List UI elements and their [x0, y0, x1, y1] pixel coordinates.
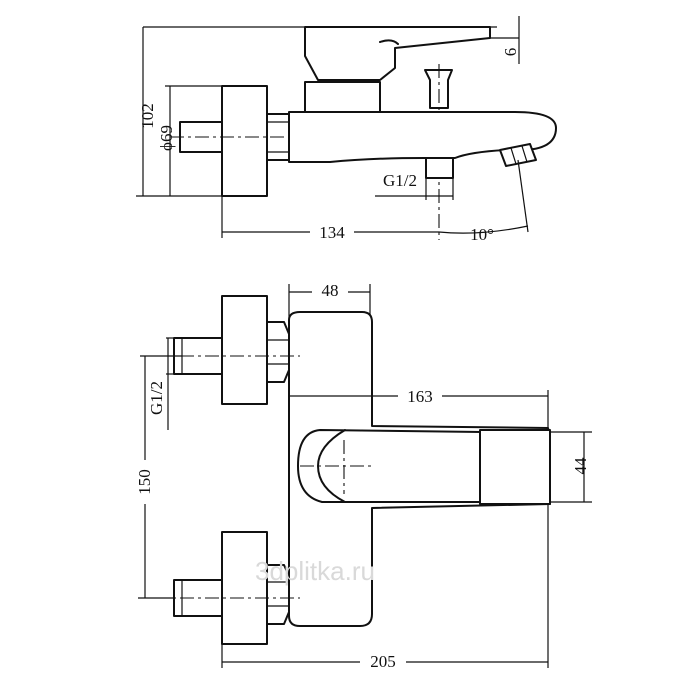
label-handle-length: 163	[407, 387, 433, 406]
side-view: 102 ϕ69 G1/2 134 10° 6	[136, 16, 557, 244]
label-handle-height: 44	[571, 457, 590, 475]
label-lever-offset: 6	[501, 48, 520, 57]
angle-line	[517, 159, 529, 233]
lower-hex-nut	[266, 564, 290, 625]
outlet-connection	[425, 157, 454, 179]
wall-flange	[221, 85, 268, 197]
upper-flange	[221, 295, 268, 405]
label-angle: 10°	[470, 225, 494, 244]
lower-flange	[221, 531, 268, 645]
cartridge	[304, 81, 381, 113]
lever-detail	[379, 39, 399, 45]
plan-view: 48 G1/2 150	[133, 280, 592, 671]
label-height: 102	[138, 103, 157, 129]
label-diameter: ϕ69	[157, 125, 176, 151]
label-thread-bottom: G1/2	[147, 381, 166, 415]
lever-handle	[304, 26, 491, 81]
label-body-width: 48	[322, 281, 339, 300]
label-length: 134	[319, 223, 345, 242]
label-centers: 150	[135, 469, 154, 495]
angle-arc	[438, 225, 529, 234]
spout-tip-plan	[479, 429, 551, 505]
watermark: 3dplitka.ru	[255, 556, 375, 586]
label-thread-top: G1/2	[383, 171, 417, 190]
upper-hex-nut	[266, 321, 290, 383]
label-total-length: 205	[370, 652, 396, 671]
